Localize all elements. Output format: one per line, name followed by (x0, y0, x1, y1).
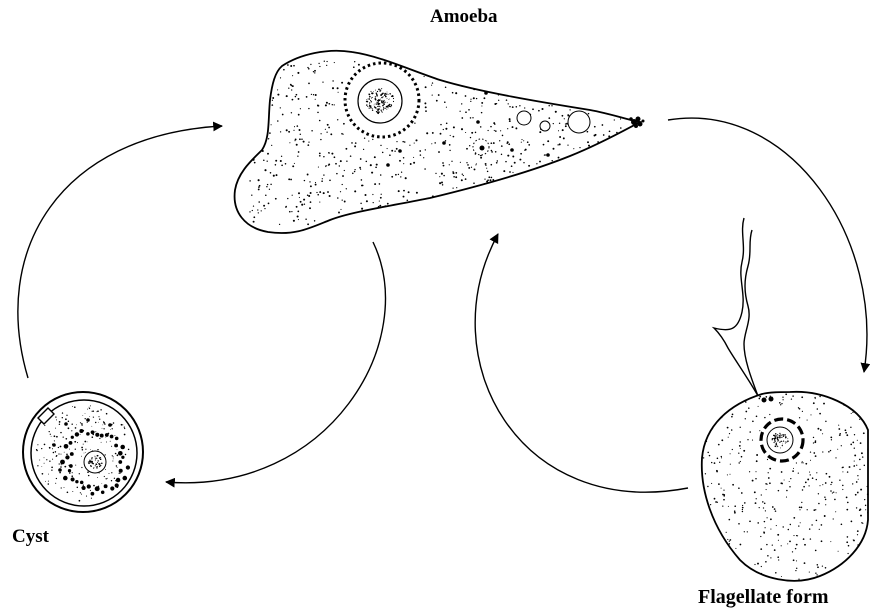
amoeba-nucleus (358, 79, 402, 123)
amoeba-granule (480, 146, 485, 151)
cyst-label: Cyst (12, 526, 49, 548)
cyst-illustration (23, 392, 143, 512)
flagellum (714, 218, 758, 396)
arrow-amoeba-to-cyst (166, 242, 385, 483)
basal-body (762, 398, 767, 403)
amoeba-label: Amoeba (430, 6, 498, 28)
basal-body (769, 397, 774, 402)
amoeba-vacuole (517, 111, 531, 125)
arrow-cyst-to-amoeba (18, 126, 222, 378)
arrow-amoeba-to-flagellate (668, 118, 867, 372)
amoeba-contractile-vacuole (568, 111, 590, 133)
cyst-nucleus (84, 451, 106, 473)
flagellum (744, 230, 758, 396)
arrow-flagellate-to-amoeba (475, 234, 688, 492)
flagellate-nucleus (767, 427, 793, 453)
amoeba-illustration (235, 51, 645, 233)
flagellate-illustration (702, 218, 869, 581)
amoeba-vacuole (540, 121, 550, 131)
flagellate-body (702, 392, 868, 581)
flagellate-form-label: Flagellate form (698, 586, 829, 609)
amoeba-body (235, 51, 640, 233)
